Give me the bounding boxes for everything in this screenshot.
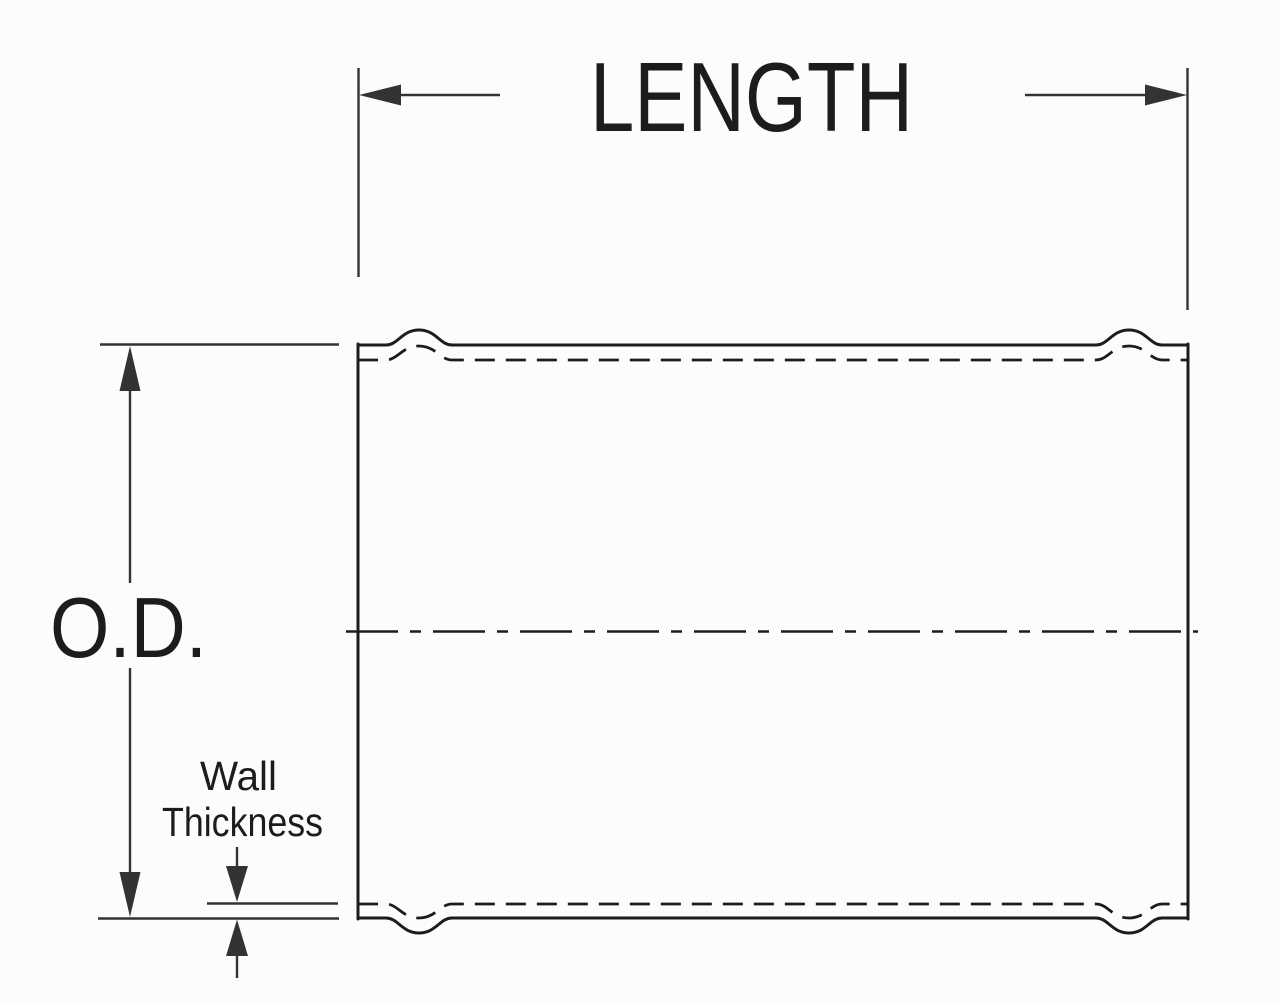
wall-label-line2: Thickness [162,799,323,845]
tube-top-edge [356,328,1190,347]
tube-inner-wall-top-dashed [358,344,1188,362]
length-dimension: LENGTH [357,42,1189,310]
wall-thickness-arrow-down-icon [226,866,248,902]
wall-thickness-dimension: Wall Thickness [162,753,338,978]
wall-label-line1: Wall [200,753,277,799]
tube-inner-wall-bottom-dashed [358,902,1188,920]
length-arrow-right-icon [1145,84,1187,106]
od-arrow-down-icon [119,872,141,917]
tube-body [346,328,1198,935]
od-label: O.D. [50,581,207,676]
length-label: LENGTH [590,42,913,152]
tube-bottom-edge [356,916,1190,935]
wall-thickness-arrow-up-icon [226,919,248,956]
od-dimension: O.D. [50,343,339,920]
length-arrow-left-icon [359,84,401,106]
od-arrow-up-icon [119,346,141,391]
